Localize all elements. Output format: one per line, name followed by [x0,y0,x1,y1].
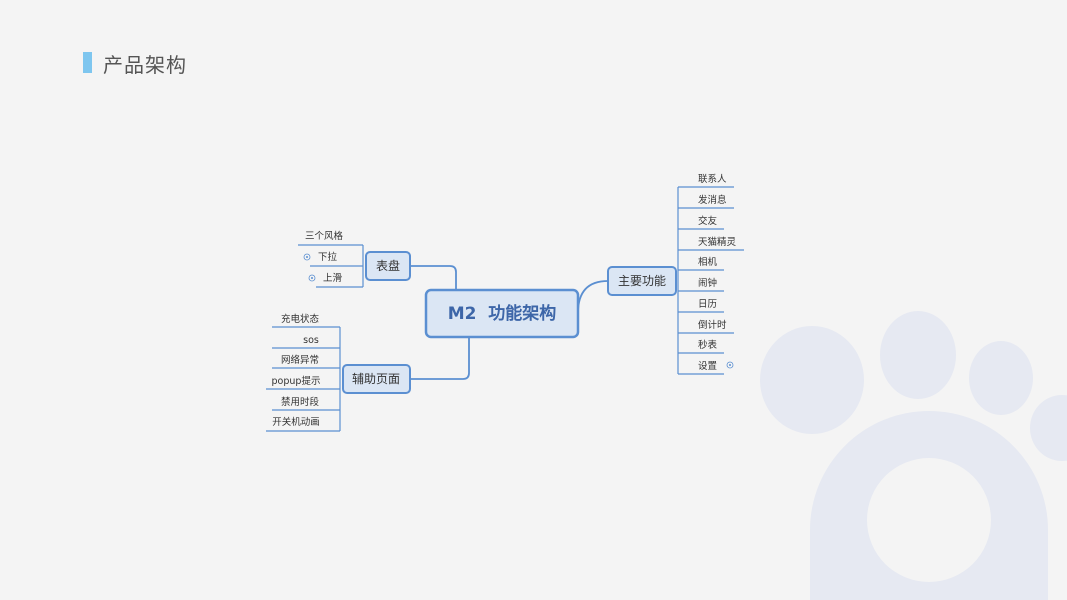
dial-item: 三个风格 [305,230,344,242]
main-func-item: 天猫精灵 [698,236,737,248]
aux-item: popup提示 [272,375,321,387]
center-node-label: M2 功能架构 [448,303,557,324]
dial-expand-icons[interactable] [303,253,316,282]
dial-item: 下拉 [318,251,338,263]
main-func-item: 倒计时 [698,319,727,331]
aux-item: 网络异常 [281,354,319,366]
main-func-item: 秒表 [698,339,718,351]
main-func-item: 设置 [698,361,717,372]
main-func-item: 相机 [698,256,718,268]
dial-item: 上滑 [323,273,343,284]
main-func-connectors [677,186,744,375]
expand-icon-shanghua [308,274,316,282]
dial-node-label: 表盘 [376,258,400,273]
expand-icon-settings [726,361,734,369]
aux-item: 开关机动画 [272,416,320,428]
center-node[interactable]: M2 功能架构 [424,288,580,339]
main-func-node-label: 主要功能 [618,274,666,288]
title-accent-bar [83,52,92,73]
main-func-item: 日历 [698,299,717,310]
aux-node-label: 辅助页面 [352,372,400,386]
aux-item: sos [303,335,319,346]
main-expand-icon[interactable] [726,361,734,369]
aux-connectors [266,326,341,432]
expand-icon-xiala [303,253,311,261]
page-title: 产品架构 [103,53,187,77]
decorative-paw-print [760,311,1067,600]
main-func-item: 发消息 [698,194,727,206]
main-func-item: 闹钟 [698,277,717,289]
aux-item: 禁用时段 [281,396,320,408]
dial-node[interactable]: 表盘 [365,251,411,281]
main-func-item: 交友 [698,215,718,227]
main-func-item: 联系人 [698,174,727,185]
dial-connectors [298,244,364,288]
aux-item: 充电状态 [281,313,320,325]
main-func-node[interactable]: 主要功能 [607,266,677,296]
aux-node[interactable]: 辅助页面 [342,364,411,394]
